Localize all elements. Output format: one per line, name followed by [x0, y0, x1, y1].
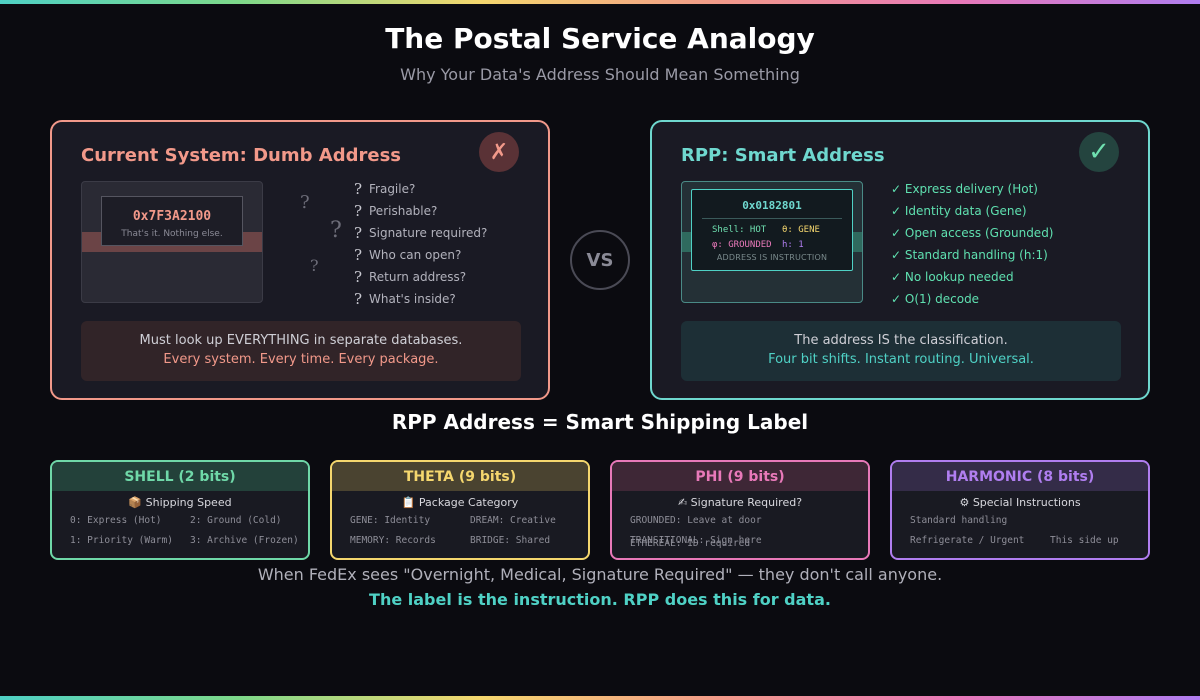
list-item: ✓ O(1) decode [891, 292, 980, 306]
card-items: Standard handling Refrigerate / Urgent T… [892, 513, 1148, 558]
address-fields: Shell: HOT θ: GENE φ: GROUNDED h: 1 [692, 219, 852, 251]
question-icon: ? [354, 268, 363, 286]
page-subtitle: Why Your Data's Address Should Mean Some… [400, 65, 800, 84]
card-subtitle: 📋 Package Category [401, 496, 519, 509]
list-item: ✓ Identity data (Gene) [891, 204, 1027, 218]
card-title: HARMONIC (8 bits) [892, 462, 1148, 491]
envelope: 0x7F3A2100 That's it. Nothing else. [81, 181, 263, 303]
summary-line-2: Every system. Every time. Every package. [163, 352, 439, 367]
benefit-list: ✓ Express delivery (Hot) ✓ Identity data… [891, 178, 1054, 310]
label-divider [702, 218, 842, 219]
list-item: This side up [1050, 535, 1119, 546]
smart-address-panel: RPP: Smart Address ✓ 0x0182801 Shell: HO… [650, 120, 1150, 400]
envelope: 0x0182801 Shell: HOT θ: GENE φ: GROUNDED… [681, 181, 863, 303]
list-item: GROUNDED: Leave at door [630, 515, 762, 526]
list-item: ?Fragile? [354, 180, 416, 198]
clipboard-icon: 📋 [401, 496, 416, 509]
package-icon: 📦 [128, 496, 143, 509]
gear-icon: ⚙ [959, 496, 970, 509]
address-note: That's it. Nothing else. [121, 229, 223, 239]
panel-title: Current System: Dumb Address [81, 145, 401, 166]
list-item: ?Perishable? [354, 202, 438, 220]
harmonic-card: HARMONIC (8 bits) ⚙ Special Instructions… [890, 460, 1150, 560]
question-icon: ? [354, 202, 363, 220]
phi-field: φ: GROUNDED [712, 240, 772, 250]
card-subtitle: ⚙ Special Instructions [959, 496, 1081, 509]
list-item: GENE: Identity [350, 515, 431, 526]
list-item: DREAM: Creative [470, 515, 556, 526]
theta-field: θ: GENE [782, 225, 820, 235]
shell-field: Shell: HOT [712, 225, 767, 235]
card-items: GENE: Identity DREAM: Creative MEMORY: R… [332, 513, 588, 558]
card-items: 0: Express (Hot) 2: Ground (Cold) 1: Pri… [52, 513, 308, 558]
card-subtitle: ✍ Signature Required? [677, 496, 803, 509]
question-icon: ? [354, 224, 363, 242]
bottom-gradient-bar [0, 696, 1200, 700]
panel-title: RPP: Smart Address [681, 145, 885, 166]
address-value: 0x0182801 [742, 199, 802, 212]
list-item: MEMORY: Records [350, 535, 436, 546]
question-icon: ? [354, 290, 363, 308]
question-list: ?Fragile? ?Perishable? ?Signature requir… [354, 178, 487, 310]
harmonic-field: h: 1 [782, 240, 804, 250]
question-icon: ? [354, 180, 363, 198]
list-item: Refrigerate / Urgent [910, 535, 1025, 546]
list-item: ETHEREAL: ID required [630, 538, 751, 549]
list-item: TRANSITIONAL: Sign here [630, 535, 762, 546]
list-item: ?Who can open? [354, 246, 462, 264]
smart-address-summary: The address IS the classification. Four … [681, 321, 1121, 381]
dumb-address-panel: Current System: Dumb Address ✗ 0x7F3A210… [50, 120, 550, 400]
cross-icon: ✗ [479, 132, 519, 172]
list-item: ✓ Express delivery (Hot) [891, 182, 1038, 196]
card-title: PHI (9 bits) [612, 462, 868, 491]
question-mark-icon: ? [310, 256, 319, 275]
card-items: GROUNDED: Leave at door TRANSITIONAL: Si… [612, 513, 868, 558]
address-value: 0x7F3A2100 [132, 209, 212, 224]
card-subtitle: 📦 Shipping Speed [128, 496, 232, 509]
page-title: The Postal Service Analogy [385, 22, 815, 55]
shipping-label: 0x7F3A2100 That's it. Nothing else. [101, 196, 243, 246]
question-mark-icon: ? [300, 192, 310, 213]
list-item: ✓ Open access (Grounded) [891, 226, 1054, 240]
shell-card: SHELL (2 bits) 📦 Shipping Speed 0: Expre… [50, 460, 310, 560]
signature-icon: ✍ [677, 496, 688, 509]
smart-shipping-label: 0x0182801 Shell: HOT θ: GENE φ: GROUNDED… [691, 189, 853, 271]
list-item: ?Signature required? [354, 224, 488, 242]
list-item: BRIDGE: Shared [470, 535, 551, 546]
list-item: 3: Archive (Frozen) [190, 535, 299, 546]
top-gradient-bar [0, 0, 1200, 4]
card-title: THETA (9 bits) [332, 462, 588, 491]
conclusion-highlight: The label is the instruction. RPP does t… [369, 590, 831, 609]
card-title: SHELL (2 bits) [52, 462, 308, 491]
summary-line-1: The address IS the classification. [794, 333, 1008, 348]
question-icon: ? [354, 246, 363, 264]
vs-badge: VS [570, 230, 630, 290]
summary-line-1: Must look up EVERYTHING in separate data… [139, 333, 463, 348]
list-item: 2: Ground (Cold) [190, 515, 282, 526]
list-item: 1: Priority (Warm) [70, 535, 173, 546]
list-item: Standard handling [910, 515, 1008, 526]
address-note: ADDRESS IS INSTRUCTION [716, 253, 828, 262]
question-mark-icon: ? [330, 218, 342, 243]
list-item: ✓ No lookup needed [891, 270, 1014, 284]
list-item: ?Return address? [354, 268, 467, 286]
dumb-address-summary: Must look up EVERYTHING in separate data… [81, 321, 521, 381]
phi-card: PHI (9 bits) ✍ Signature Required? GROUN… [610, 460, 870, 560]
list-item: ✓ Standard handling (h:1) [891, 248, 1048, 262]
conclusion-text: When FedEx sees "Overnight, Medical, Sig… [257, 565, 943, 584]
list-item: 0: Express (Hot) [70, 515, 162, 526]
theta-card: THETA (9 bits) 📋 Package Category GENE: … [330, 460, 590, 560]
summary-line-2: Four bit shifts. Instant routing. Univer… [768, 352, 1034, 367]
check-icon: ✓ [1079, 132, 1119, 172]
list-item: ?What's inside? [354, 290, 456, 308]
section-title: RPP Address = Smart Shipping Label [391, 410, 809, 434]
